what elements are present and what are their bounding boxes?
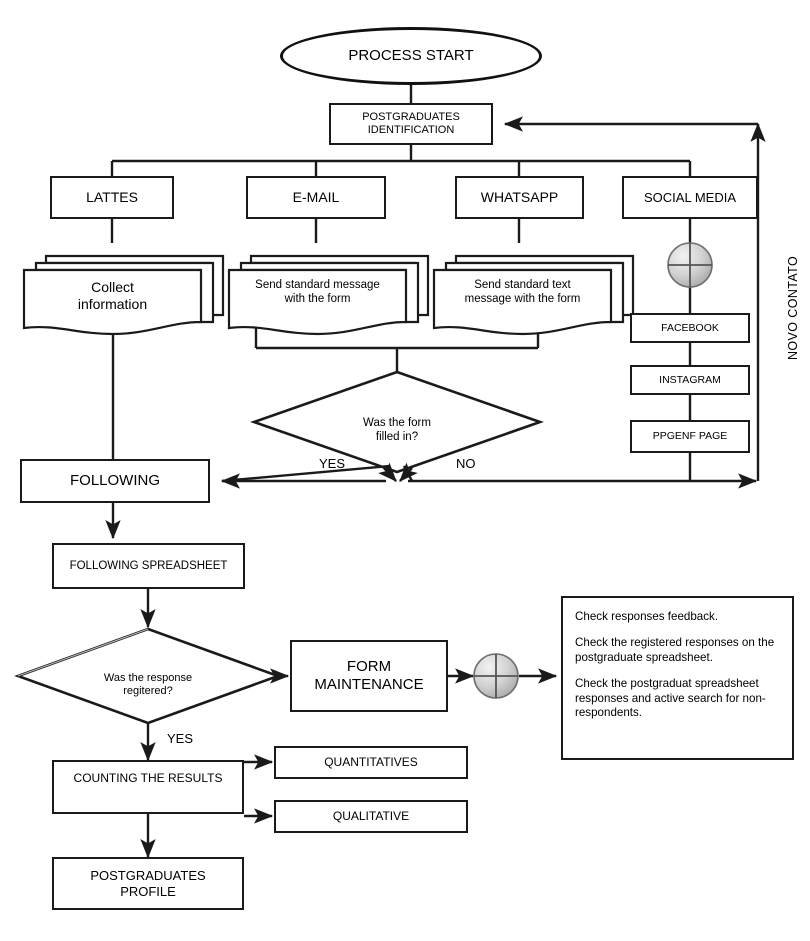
social-media-instagram-label: INSTAGRAM — [659, 373, 721, 386]
process-start-label: PROCESS START — [348, 46, 474, 64]
decision-form-diamond — [250, 370, 544, 474]
document-stack-email[interactable]: Send standard message with the form — [219, 243, 434, 338]
social-media-ppgenf-node[interactable]: PPGENF PAGE — [630, 420, 750, 453]
yes-diagonal-to-rail — [221, 464, 391, 483]
social-media-ppgenf-label: PPGENF PAGE — [652, 430, 728, 443]
document-lattes-label: Collect information — [77, 278, 148, 312]
result-quantitatives-label: QUANTITATIVES — [324, 755, 418, 770]
note-line-2: Check the registered responses on the po… — [575, 636, 775, 664]
decision-form-no-label: NO — [456, 456, 476, 471]
document-stack-whatsapp[interactable]: Send standard text message with the form — [424, 243, 639, 338]
document-stack-lattes[interactable]: Collect information — [14, 243, 229, 338]
following-spreadsheet-label: FOLLOWING SPREADSHEET — [69, 559, 228, 572]
counting-results-label: COUNTING THE RESULTS — [73, 771, 223, 785]
summing-junction-form-maintenance — [473, 653, 519, 699]
process-start-node[interactable]: PROCESS START — [280, 27, 542, 85]
channel-social-media-node[interactable]: SOCIAL MEDIA — [622, 176, 758, 219]
decision-form-label-wrap: Was the form filled in? — [327, 402, 467, 459]
postgraduates-profile-node[interactable]: POSTGRADUATES PROFILE — [52, 857, 244, 910]
novo-contato-label: NOVO CONTATO — [786, 255, 800, 360]
channel-social-media-label: SOCIAL MEDIA — [644, 189, 736, 205]
decision-response-yes-label: YES — [167, 731, 194, 746]
notes-box: Check responses feedback. Check the regi… — [561, 596, 794, 760]
social-media-facebook-node[interactable]: FACEBOOK — [630, 313, 750, 343]
document-whatsapp-label: Send standard text message with the form — [464, 278, 581, 305]
decision-form-yes-label: YES — [319, 456, 346, 471]
result-quantitatives-node[interactable]: QUANTITATIVES — [274, 746, 468, 779]
channel-whatsapp-node[interactable]: WHATSAPP — [455, 176, 584, 219]
note-line-3: Check the postgraduat spreadsheet respon… — [575, 677, 766, 720]
channel-lattes-node[interactable]: LATTES — [50, 176, 174, 219]
channel-lattes-label: LATTES — [86, 188, 138, 205]
channel-whatsapp-label: WHATSAPP — [480, 188, 559, 205]
note-line-1: Check responses feedback. — [575, 610, 719, 623]
arrow-into-tip-left — [378, 462, 397, 482]
postgraduates-identification-label: POSTGRADUATES IDENTIFICATION — [362, 110, 460, 136]
result-qualitative-node[interactable]: QUALITATIVE — [274, 800, 468, 833]
arrow-into-tip-right — [399, 462, 418, 482]
following-node[interactable]: FOLLOWING — [20, 459, 210, 503]
decision-response-faint-edge — [17, 628, 149, 677]
postgraduates-profile-label: POSTGRADUATES PROFILE — [90, 867, 206, 899]
counting-results-node[interactable]: COUNTING THE RESULTS — [52, 760, 244, 814]
social-media-instagram-node[interactable]: INSTAGRAM — [630, 365, 750, 395]
decision-response-label: Was the response regitered? — [103, 671, 193, 698]
channel-email-label: E-MAIL — [292, 188, 340, 205]
summing-junction-social-media — [667, 242, 713, 288]
channel-email-node[interactable]: E-MAIL — [246, 176, 386, 219]
result-qualitative-label: QUALITATIVE — [332, 809, 410, 824]
document-email-label: Send standard message with the form — [255, 278, 380, 305]
following-spreadsheet-node[interactable]: FOLLOWING SPREADSHEET — [52, 543, 245, 589]
postgraduates-identification-node[interactable]: POSTGRADUATES IDENTIFICATION — [329, 103, 493, 145]
decision-response-label-wrap: Was the response regitered? — [78, 658, 218, 712]
form-maintenance-label: FORM MAINTENANCE — [314, 657, 424, 693]
decision-form-label: Was the form filled in? — [363, 417, 431, 444]
form-maintenance-node[interactable]: FORM MAINTENANCE — [290, 640, 448, 712]
following-label: FOLLOWING — [69, 471, 160, 489]
social-media-facebook-label: FACEBOOK — [661, 321, 719, 334]
